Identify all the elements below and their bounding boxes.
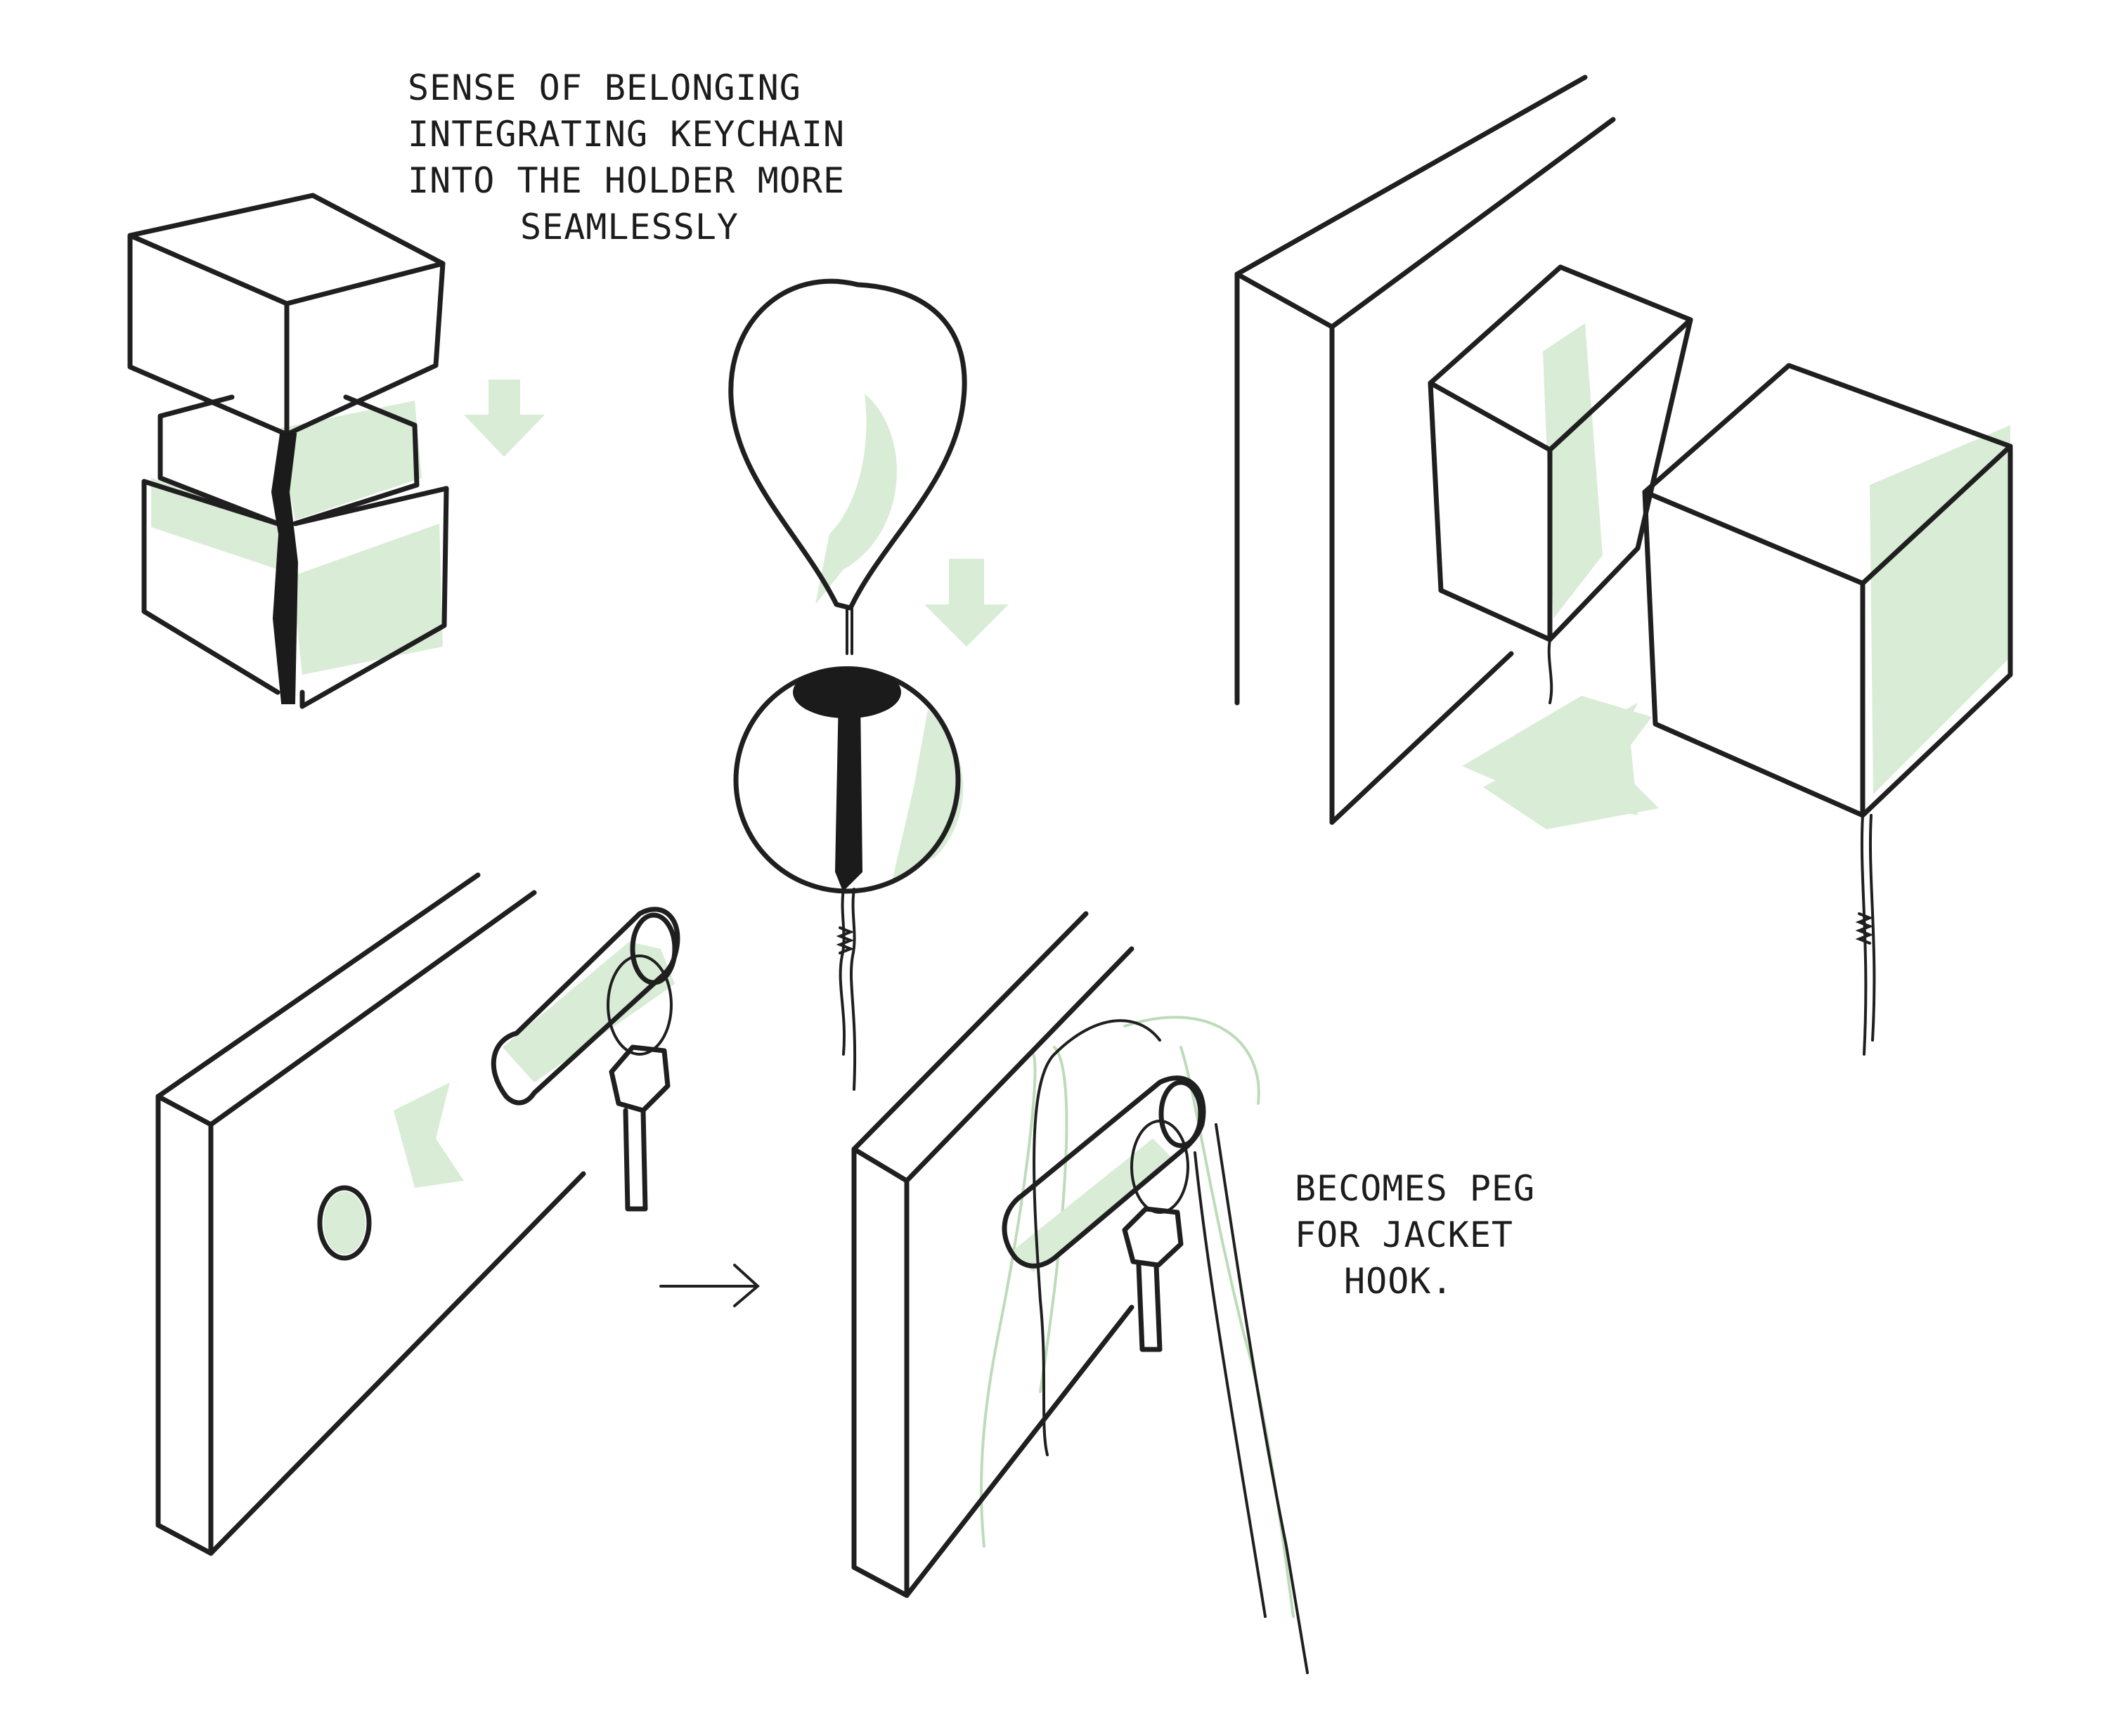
balloon-sphere-keychain-sketch [731,281,1009,1089]
note-line: BECOMES PEG [1295,1165,1535,1212]
note-line: HOOK. [1295,1258,1535,1304]
note-line: SENSE OF BELONGING [408,65,845,111]
stacked-cube-keychain-sketch [130,195,545,706]
note-line: INTEGRATING KEYCHAIN [408,111,845,157]
note-line: FOR JACKET [1295,1212,1535,1258]
peg-board-keychain-sketch [158,875,758,1553]
note-line: INTO THE HOLDER MORE [408,157,845,204]
wall-cube-keychain-sketch [1237,77,2010,1054]
keychain-concept-note: SENSE OF BELONGING INTEGRATING KEYCHAIN … [408,65,845,250]
jacket-hook-peg-sketch [854,914,1307,1673]
note-line: SEAMLESSLY [408,204,845,250]
jacket-peg-note: BECOMES PEG FOR JACKET HOOK. [1295,1165,1535,1304]
